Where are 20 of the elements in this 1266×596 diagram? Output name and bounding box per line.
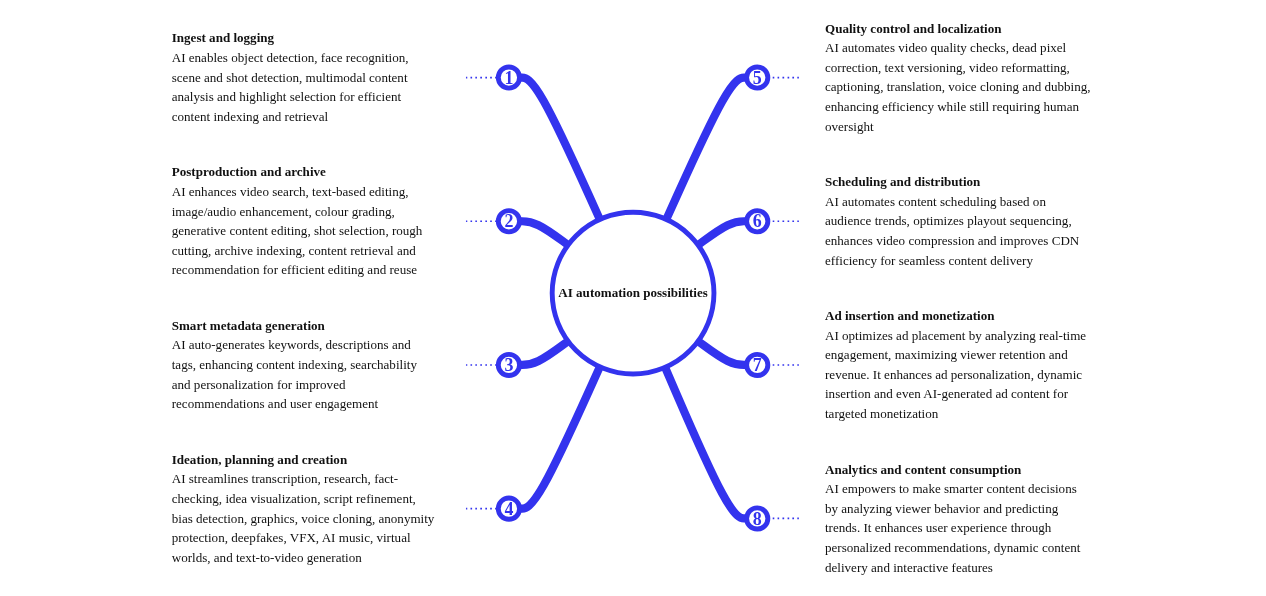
node-circle: 6 bbox=[744, 208, 771, 235]
node-circle: 2 bbox=[495, 208, 522, 235]
node-circle: 1 bbox=[495, 64, 522, 91]
connector bbox=[518, 217, 571, 249]
connector bbox=[518, 337, 571, 370]
node-circle: AI automation possibilities bbox=[549, 209, 717, 377]
node-circle: 8 bbox=[744, 505, 771, 532]
node-circle: 5 bbox=[744, 64, 771, 91]
node-circle: 4 bbox=[495, 495, 522, 522]
node-text: Postproduction and archive AI enhances video search, text-based editing, image/audio enhancement, colour grading, generative content editing, shot selection, rough cutting, archive indexing, content retrieval and recommendation for efficient editing and reuse bbox=[171, 164, 423, 277]
node-text: Quality control and localization AI automates video quality checks, dead pixel correction, text versioning, video reformatting, captioning, translation, voice cloning and dubbing, enhancing efficiency while still requiring human oversight bbox=[824, 21, 1091, 134]
node-text: Ideation, planning and creation AI streamlines transcription, research, fact-checking, idea visualization, script refinement, bias detection, graphics, voice cloning, anonymity protection, deepfakes, VFX, AI music, virtual worlds, and text-to-video generation bbox=[171, 452, 435, 565]
node-text: Ad insertion and monetization AI optimizes ad placement by analyzing real-time engagement, maximizing viewer retention and revenue. It enhances ad personalization, dynamic insertion and even AI-generated ad content for targeted monetization bbox=[824, 308, 1087, 421]
node-circle: 7 bbox=[744, 351, 771, 378]
node-text: Smart metadata generation AI auto-generates keywords, descriptions and tags, enhancing content indexing, searchability and personalization for improved recommendations and user engagement bbox=[171, 318, 417, 411]
connector bbox=[518, 365, 604, 513]
node-text: Analytics and content consumption AI empowers to make smarter content decisions by analyzing viewer behavior and predicting trends. It enhances user experience through personalized recommendations, dynamic content delivery and interactive features bbox=[824, 462, 1081, 574]
node-text: Ingest and logging AI enables object detection, face recognition, scene and shot detection, multimodal content analysis and highlight selection for efficient content indexing and retrieval bbox=[171, 31, 409, 124]
node-text: Scheduling and distribution AI automates content scheduling based on audience trends, optimizes playout sequencing, enhances video compression and improves CDN efficiency for seamless content delivery bbox=[824, 174, 1080, 267]
node-circle: 3 bbox=[495, 351, 522, 378]
